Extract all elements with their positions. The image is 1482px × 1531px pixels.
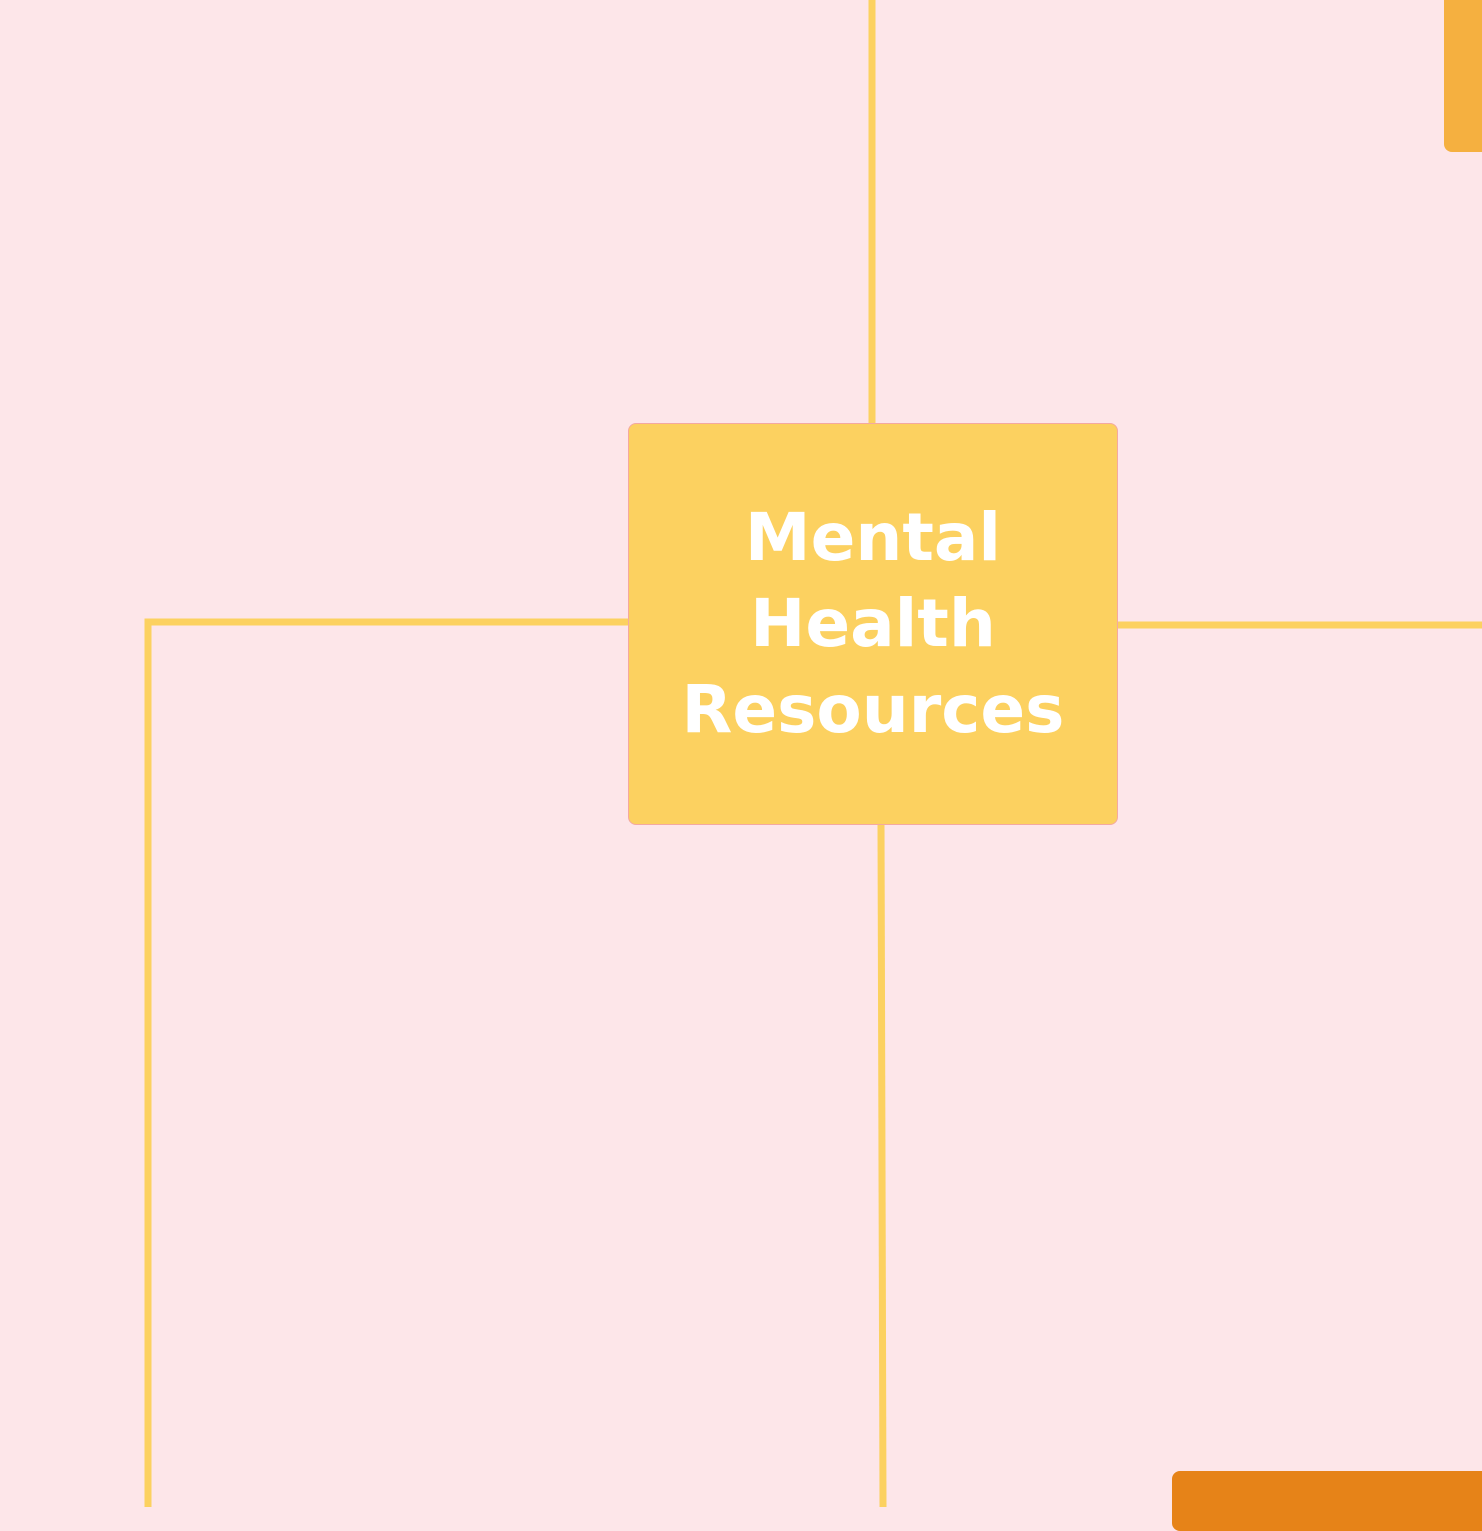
central-topic-label: Mental Health Resources [681, 499, 1065, 748]
connector-left [144, 618, 628, 1507]
central-topic-node[interactable]: Mental Health Resources [628, 423, 1118, 825]
connector-bottom [877, 823, 887, 1507]
branch-node-top-right[interactable] [1444, 0, 1482, 152]
branch-node-bottom-right[interactable] [1172, 1471, 1482, 1531]
